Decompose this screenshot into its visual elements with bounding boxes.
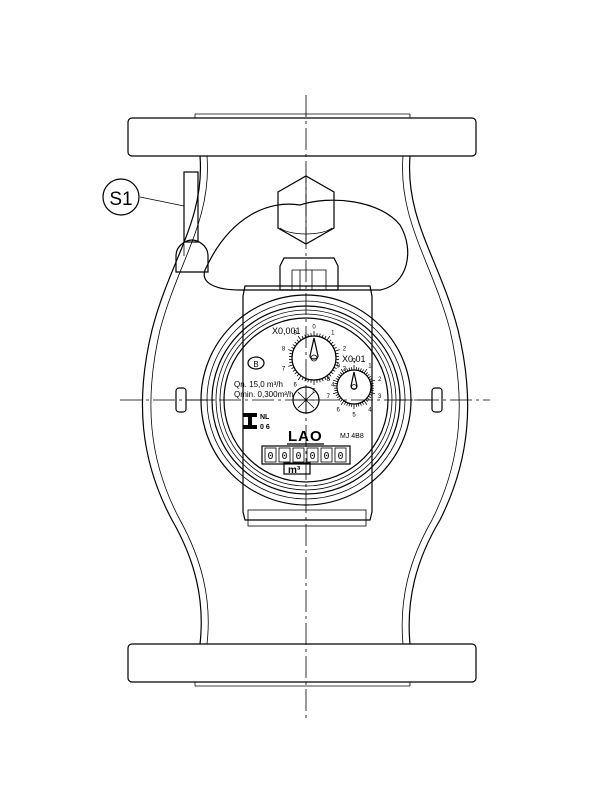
dial-rings: [200, 294, 412, 506]
upper-housing: [203, 199, 409, 291]
dial-right-label: 9: [336, 364, 340, 370]
dial-right-tick: [340, 368, 345, 374]
register-housing: [242, 285, 373, 527]
brand-logo: LAO: [288, 428, 323, 445]
spec-qn: Qn. 15,0 m³/h: [234, 380, 283, 389]
dial-right-label: 6: [336, 407, 340, 413]
dial-right-pointer: [350, 371, 358, 390]
counter-digit: 0: [267, 451, 273, 462]
counter-unit: m³: [288, 465, 301, 476]
dial-right-tick: [363, 400, 368, 406]
dial-left-tick: [334, 349, 340, 352]
dial-left-tick: [326, 375, 331, 381]
counter-digit: 0: [323, 451, 329, 462]
dial-left-tick: [297, 335, 302, 341]
dial-left-label: 0: [312, 325, 316, 331]
approval-line1: NL: [260, 414, 270, 421]
dial-right-label: 5: [352, 413, 356, 419]
class-badge-letter: B: [253, 360, 258, 369]
approval-mark: NL 0 6: [243, 413, 270, 431]
dial-right-tick: [332, 379, 338, 383]
dial-left-tick: [334, 364, 340, 367]
hex-plug: [277, 175, 335, 245]
dial-right-tick: [332, 391, 338, 395]
counter-digit-window: [306, 447, 319, 463]
dial-right-tick: [370, 379, 376, 383]
counter-digit: 0: [295, 451, 301, 462]
dial-left-label: 8: [282, 347, 286, 353]
model-number: MJ 4B8: [340, 433, 364, 440]
dial-left-tick: [326, 335, 331, 341]
counter-digit: 0: [337, 451, 343, 462]
dial-left-label: 6: [294, 382, 298, 388]
dial-left-tick: [288, 364, 294, 367]
dial-left-label: 9: [294, 331, 298, 337]
counter-digit-window: [292, 447, 305, 463]
dial-left-label: 4: [331, 382, 335, 388]
dial-left-multiplier: X0,001: [272, 326, 301, 336]
dial-right-tick: [363, 368, 368, 374]
dial-left-label: 1: [331, 331, 335, 337]
dial-right-label: 7: [327, 394, 331, 400]
callout-s1: S1: [102, 178, 185, 216]
counter-digit-window: [264, 447, 277, 463]
counter-digit-window: [278, 447, 291, 463]
dial-right: 0 1 2 3 4 5 6 7 8 9 X0,01: [327, 354, 382, 419]
dial-left-label: 7: [282, 366, 286, 372]
bottom-flange: [127, 643, 477, 687]
dial-left-label: 5: [312, 389, 316, 395]
top-flange: [127, 113, 477, 157]
dial-right-label: 4: [368, 407, 372, 413]
counter-digit-window: [320, 447, 333, 463]
spec-qmin: Qmin. 0,300m³/h: [234, 390, 294, 399]
dial-right-label: 2: [378, 377, 382, 383]
dial-right-label: 0: [352, 359, 356, 365]
counter-digit: 0: [309, 451, 315, 462]
counter-digit-window: [334, 447, 347, 463]
dial-right-label: 1: [368, 364, 372, 370]
dial-left-label: 2: [343, 347, 347, 353]
side-lugs: [175, 387, 443, 413]
valve-handle: [175, 171, 209, 273]
class-badge: B: [247, 356, 265, 370]
approval-line2: 0 6: [260, 424, 270, 431]
counter-digit: 0: [281, 451, 287, 462]
dial-left-tick: [288, 349, 294, 352]
register-top-tab: [279, 257, 339, 291]
callout-label: S1: [109, 189, 132, 210]
dial-right-tick: [370, 391, 376, 395]
dial-right-label: 8: [327, 377, 331, 383]
star-wheel-icon: [292, 386, 320, 414]
dial-right-label: 3: [378, 394, 382, 400]
dial-right-tick: [340, 400, 345, 406]
dial-left-pointer: [309, 337, 319, 360]
dial-right-multiplier: X0,01: [342, 354, 366, 364]
dial-left-tick: [297, 375, 302, 381]
